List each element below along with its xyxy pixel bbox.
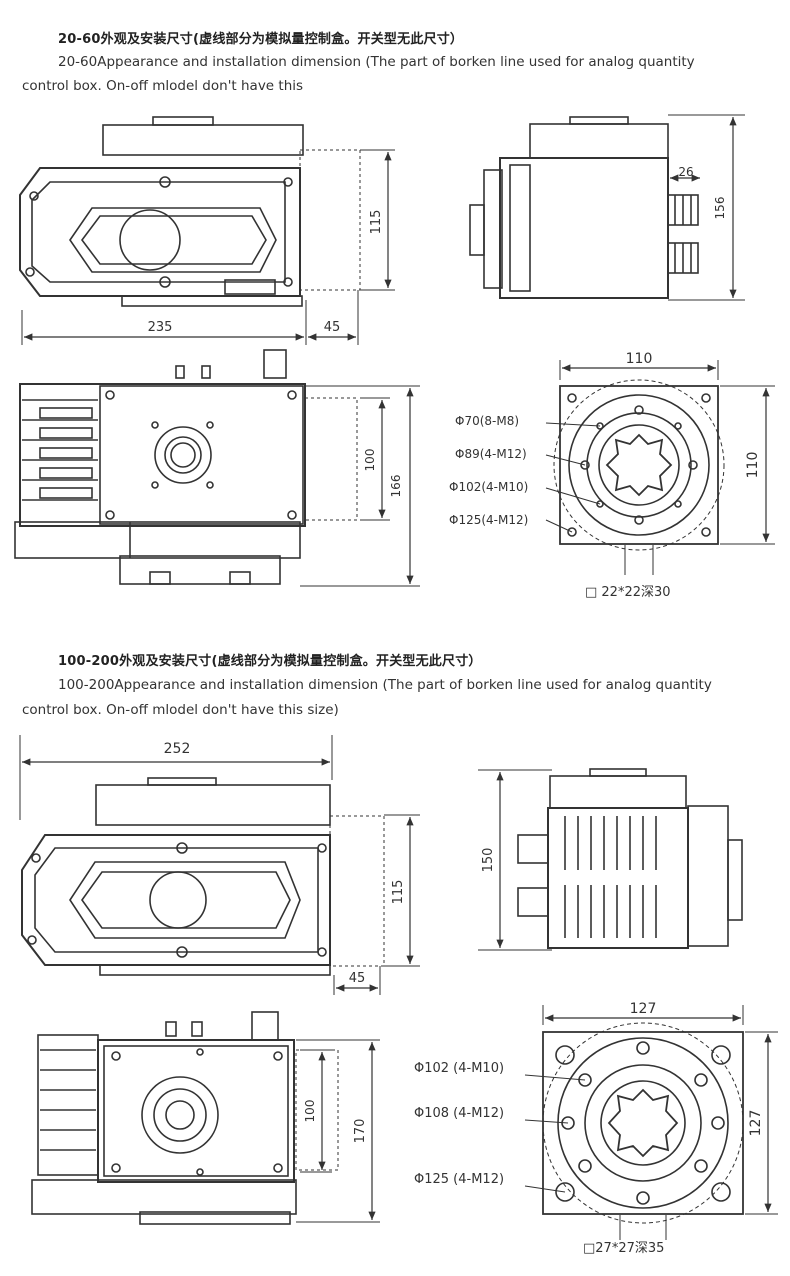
s1-dim-width: 235 xyxy=(148,320,173,335)
s1-side-view xyxy=(469,116,699,299)
s1-dim-offset: 45 xyxy=(324,320,341,335)
s2-dim-width: 252 xyxy=(164,741,191,757)
s2-dim-top-inner: 100 xyxy=(303,1100,317,1123)
s2-flange-label-1: Φ102 (4-M10) xyxy=(414,1061,504,1076)
s2-dim-height-side: 150 xyxy=(481,848,496,873)
s1-flange-label-1: Φ70(8-M8) xyxy=(455,414,519,428)
s1-dim-flange-h: 110 xyxy=(745,452,761,479)
s1-front-view xyxy=(19,116,361,307)
s2-dim-height-front: 115 xyxy=(391,880,406,905)
s1-flange-label-4: Φ125(4-M12) xyxy=(449,513,528,527)
s1-dim-gland: 26 xyxy=(678,165,693,179)
s1-dim-height-side: 156 xyxy=(713,197,727,220)
section2-desc-line2: control box. On-off mlodel don't have th… xyxy=(22,702,339,718)
s1-dim-top: 166 xyxy=(389,475,403,498)
s1-top-view xyxy=(14,349,358,585)
section1-desc-line2: control box. On-off mlodel don't have th… xyxy=(22,78,304,94)
s2-flange-label-3: Φ125 (4-M12) xyxy=(414,1172,504,1187)
s2-dim-offset: 45 xyxy=(349,971,366,986)
s2-front-view xyxy=(21,777,385,976)
s2-top-view xyxy=(31,1011,339,1225)
s1-dim-flange-w: 110 xyxy=(626,351,653,367)
s1-dim-top-inner: 100 xyxy=(363,449,377,472)
s2-side-view xyxy=(517,768,743,949)
s2-square-drive: □27*27深35 xyxy=(583,1241,664,1256)
s2-dim-top: 170 xyxy=(353,1119,368,1144)
s1-flange-view xyxy=(553,379,725,551)
s1-dim-height-front: 115 xyxy=(369,210,384,235)
s2-dim-flange-h: 127 xyxy=(748,1110,764,1137)
s2-flange-label-2: Φ108 (4-M12) xyxy=(414,1106,504,1121)
section2-title-cn: 100-200外观及安装尺寸(虚线部分为模拟量控制盒。开关型无此尺寸） xyxy=(58,654,482,669)
section1-desc-line1: 20-60Appearance and installation dimensi… xyxy=(58,54,695,70)
s2-dim-flange-w: 127 xyxy=(630,1001,657,1017)
s1-flange-label-2: Φ89(4-M12) xyxy=(455,447,527,461)
s1-flange-label-3: Φ102(4-M10) xyxy=(449,480,528,494)
s2-flange-view xyxy=(542,1022,744,1224)
section1-title-cn: 20-60外观及安装尺寸(虚线部分为模拟量控制盒。开关型无此尺寸） xyxy=(58,32,464,47)
section2-desc-line1: 100-200Appearance and installation dimen… xyxy=(58,677,712,693)
s1-square-drive: □ 22*22深30 xyxy=(585,585,671,600)
